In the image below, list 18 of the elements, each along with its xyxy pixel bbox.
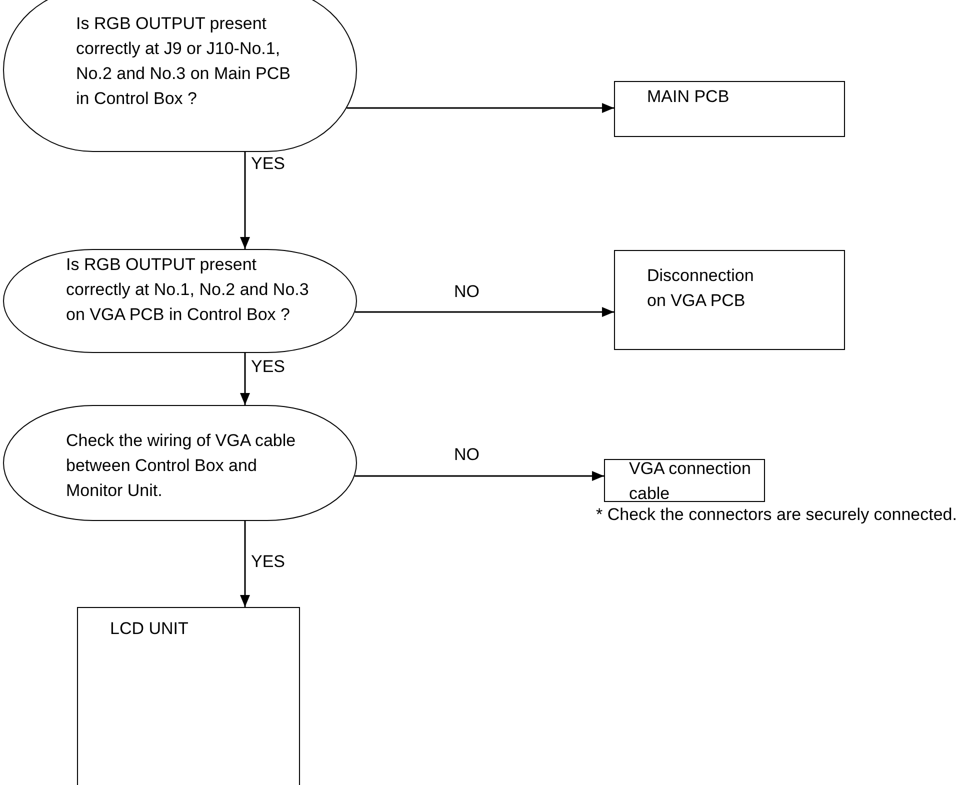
arrow xyxy=(240,521,250,607)
process-box xyxy=(77,607,300,785)
node-text: Is RGB OUTPUT present correctly at No.1, No.2 and No.3 on VGA PCB in Control Box ? xyxy=(66,254,310,326)
arrow xyxy=(346,103,614,113)
arrow xyxy=(240,353,250,405)
process-box xyxy=(614,81,845,137)
node-text: Check the wiring of VGA cable between Control Box and Monitor Unit. xyxy=(66,430,297,502)
node-text: LCD UNIT xyxy=(110,618,190,640)
process-box xyxy=(614,250,845,350)
arrow xyxy=(354,307,614,317)
node-text: Disconnection on VGA PCB xyxy=(647,265,755,312)
note-text: * Check the connectors are securely connected. xyxy=(596,504,958,526)
node-text: VGA connection cable xyxy=(629,458,752,505)
arrow xyxy=(240,152,250,249)
node-text: Is RGB OUTPUT present correctly at J9 or J10-No.1, No.2 and No.3 on Main PCB in Control Box ? xyxy=(76,13,292,110)
arrow xyxy=(354,471,604,481)
process-box xyxy=(604,459,765,502)
node-text: MAIN PCB xyxy=(647,86,730,108)
